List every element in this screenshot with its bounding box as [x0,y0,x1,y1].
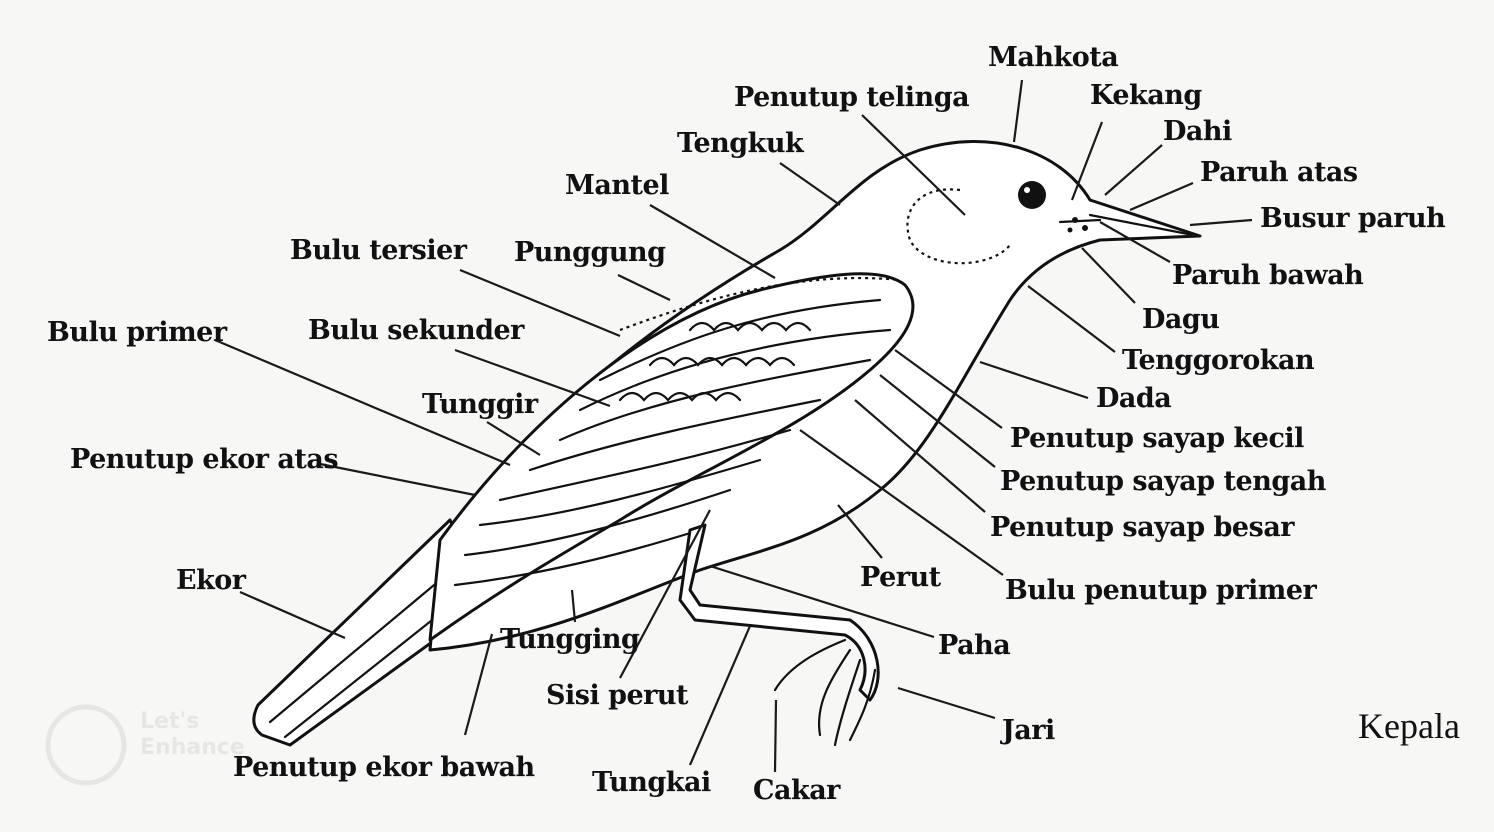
label-mahkota: Mahkota [988,42,1118,74]
label-tungging: Tungging [500,624,639,656]
label-bulu-penutup-primer: Bulu penutup primer [1005,575,1316,607]
label-tungkai: Tungkai [592,767,711,799]
label-ekor: Ekor [176,565,246,597]
label-dada: Dada [1096,383,1171,415]
label-paruh-atas: Paruh atas [1200,157,1358,189]
corner-label-kepala: Kepala [1358,706,1460,746]
label-bulu-primer: Bulu primer [47,317,227,349]
label-penutup-sayap-tengah: Penutup sayap tengah [1000,466,1326,498]
label-paha: Paha [938,630,1010,662]
label-penutup-telinga: Penutup telinga [734,82,969,114]
label-busur-paruh: Busur paruh [1260,203,1445,235]
label-tenggorokan: Tenggorokan [1122,345,1314,377]
label-tengkuk: Tengkuk [677,128,803,160]
svg-text:Let's: Let's [140,709,199,734]
label-kekang: Kekang [1090,80,1202,112]
label-bulu-sekunder: Bulu sekunder [308,315,524,347]
label-cakar: Cakar [753,775,840,807]
label-dahi: Dahi [1163,116,1232,148]
label-penutup-sayap-besar: Penutup sayap besar [990,512,1294,544]
svg-text:Enhance: Enhance [140,735,245,760]
label-sisi-perut: Sisi perut [546,680,688,712]
label-tunggir: Tunggir [422,389,538,421]
label-mantel: Mantel [565,170,669,202]
label-paruh-bawah: Paruh bawah [1172,260,1363,292]
watermark-logo: Let's Enhance [48,707,245,783]
label-penutup-sayap-kecil: Penutup sayap kecil [1010,423,1304,455]
label-dagu: Dagu [1142,304,1219,336]
label-penutup-ekor-atas: Penutup ekor atas [70,444,338,476]
label-punggung: Punggung [514,237,665,269]
label-perut: Perut [860,562,941,594]
label-bulu-tersier: Bulu tersier [290,235,466,267]
eye [1018,181,1046,209]
label-jari: Jari [1002,715,1055,747]
label-penutup-ekor-bawah: Penutup ekor bawah [233,752,535,784]
